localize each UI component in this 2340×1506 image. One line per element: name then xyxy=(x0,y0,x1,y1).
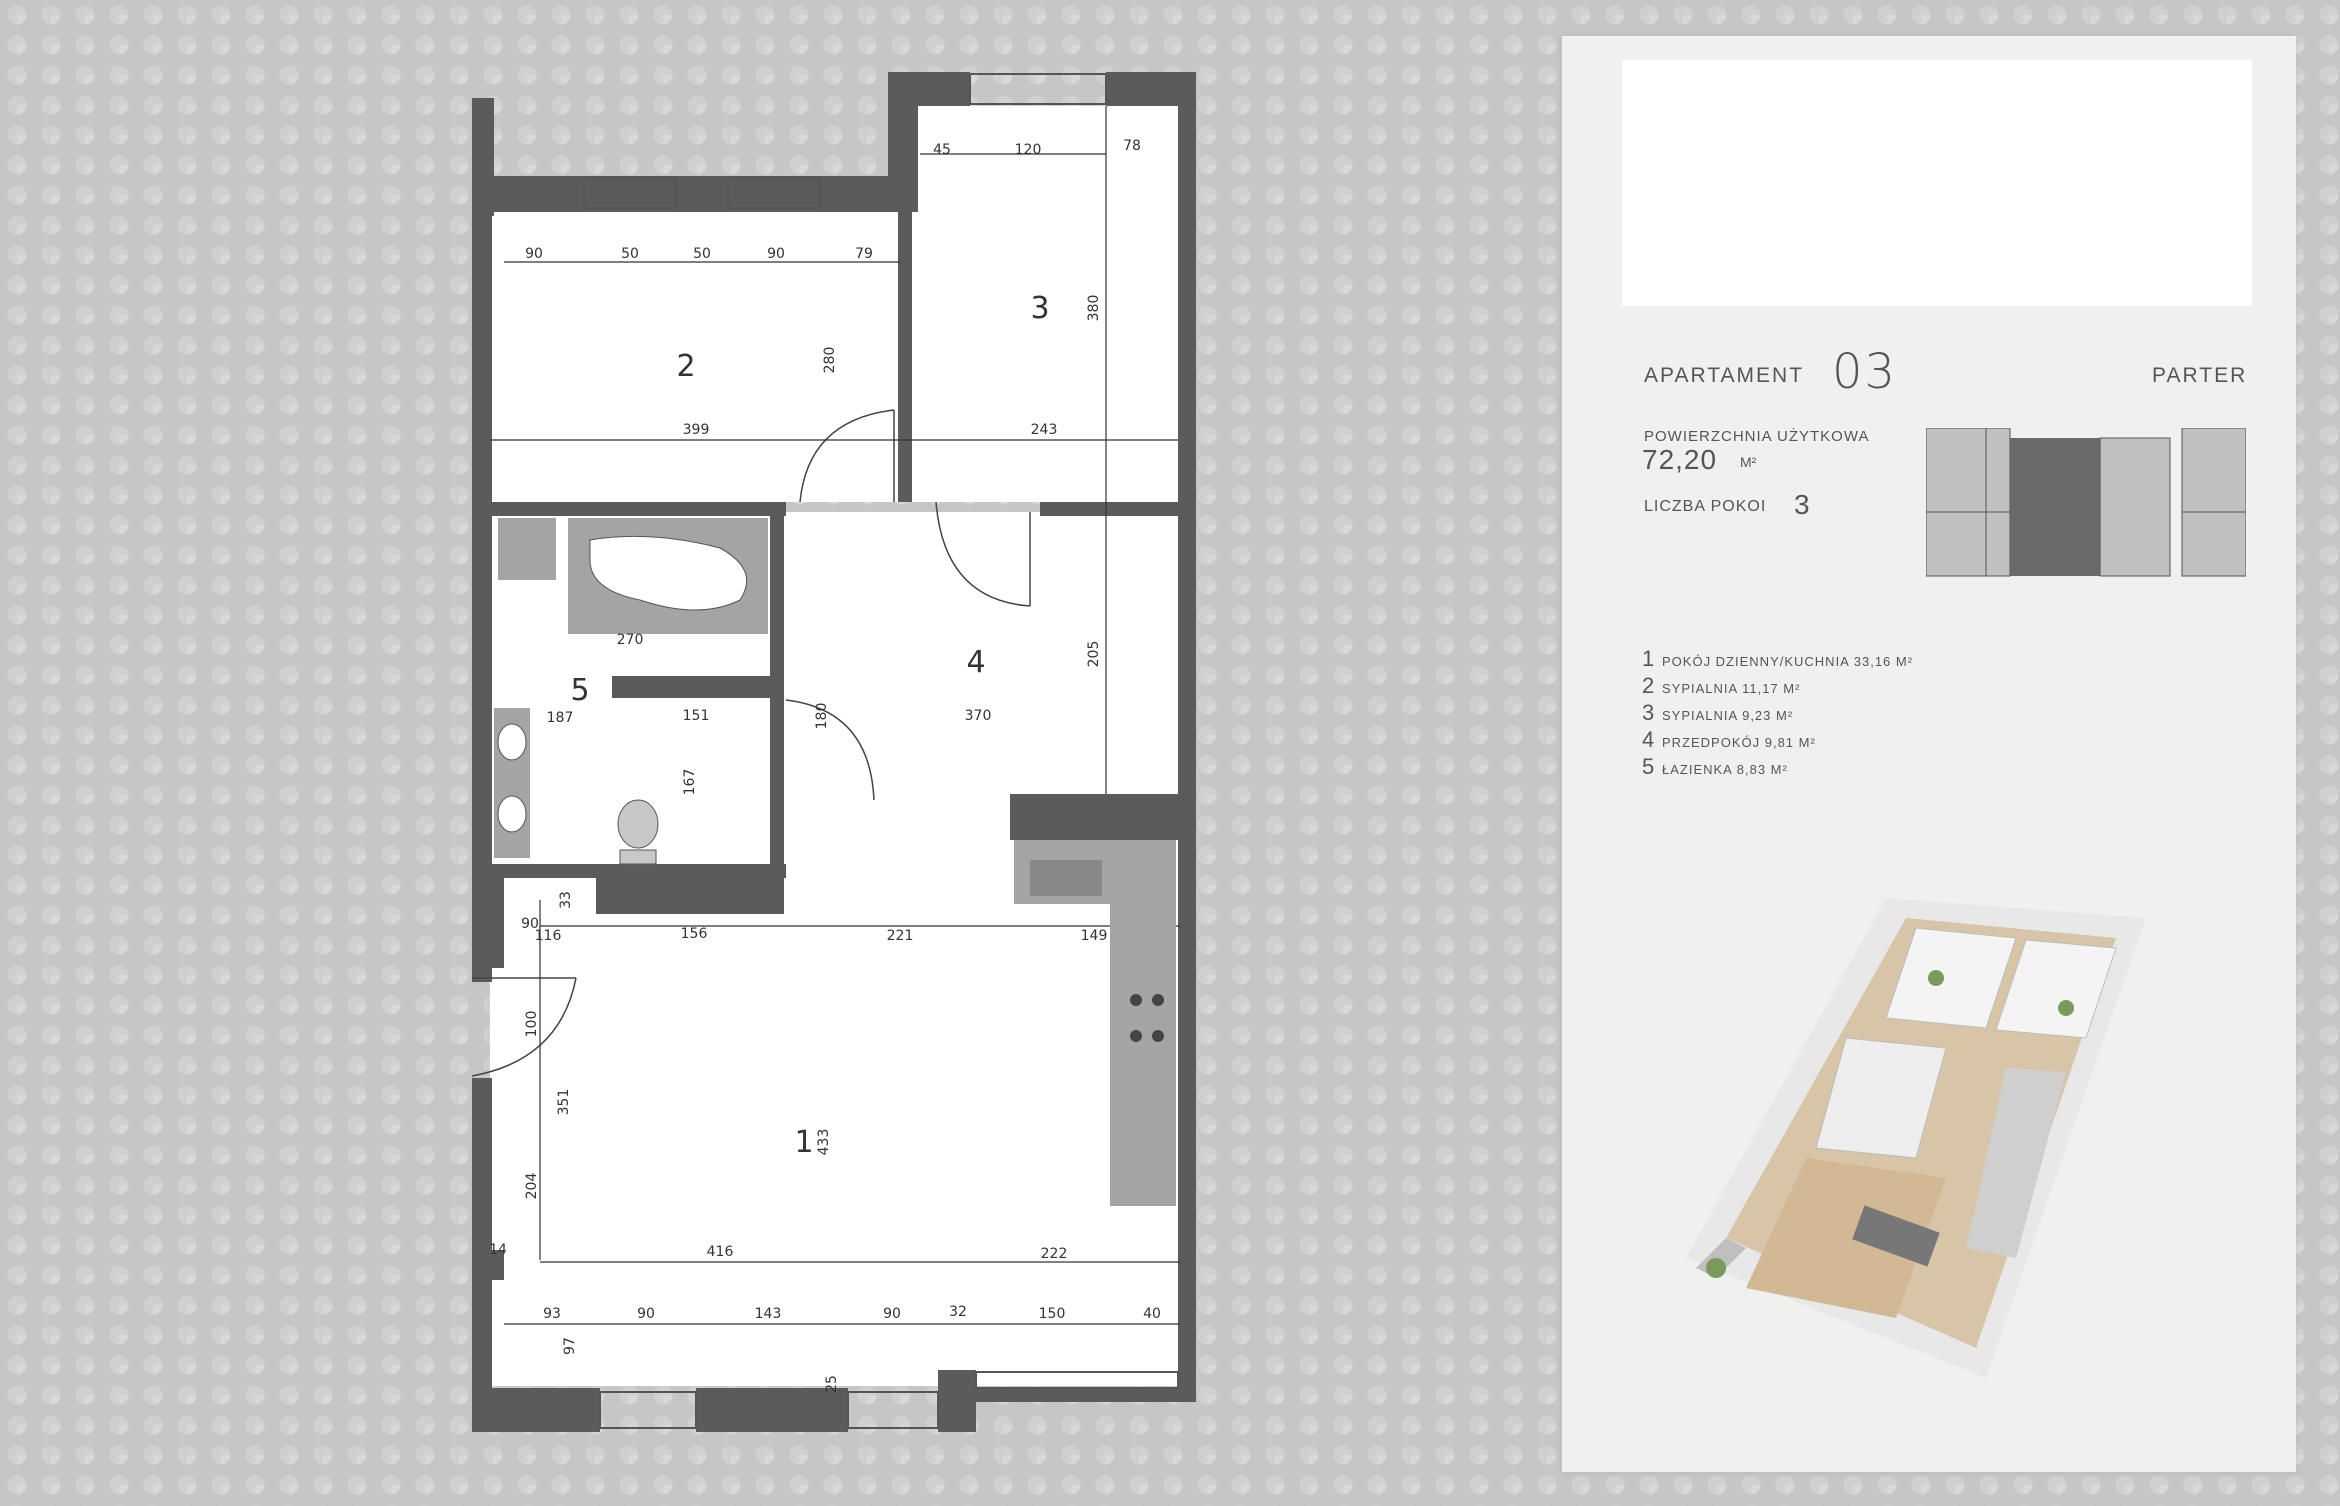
dim-label: 50 xyxy=(621,246,639,262)
apartment-label: APARTAMENT xyxy=(1644,364,1805,387)
walls xyxy=(472,72,1196,1432)
room-number-3: 3 xyxy=(1030,291,1049,326)
legend-item: 4 PRZEDPOKÓJ 9,81 M² xyxy=(1642,727,1816,752)
legend-item: 5 ŁAZIENKA 8,83 M² xyxy=(1642,754,1788,779)
isometric-apartment-render xyxy=(1686,898,2146,1378)
dim-label: 205 xyxy=(1086,641,1102,668)
dimension-labels: 45 120 78 90 50 50 90 79 280 380 399 243… xyxy=(489,138,1161,1393)
dim-label: 270 xyxy=(617,632,644,648)
doors xyxy=(471,409,1031,1077)
dim-label: 180 xyxy=(814,703,830,730)
room-number-4: 4 xyxy=(966,645,985,680)
dim-label: 90 xyxy=(637,1306,655,1322)
dim-label: 433 xyxy=(816,1129,832,1156)
room-number-5: 5 xyxy=(570,673,589,708)
dim-label: 151 xyxy=(683,708,710,724)
dim-label: 143 xyxy=(755,1306,782,1322)
floor-label: PARTER xyxy=(2152,364,2248,387)
dim-label: 90 xyxy=(521,916,539,932)
room-numbers: 1 2 3 4 5 xyxy=(570,291,1049,1160)
dim-label: 280 xyxy=(822,347,838,374)
dim-label: 380 xyxy=(1086,295,1102,322)
area-label: POWIERZCHNIA UŻYTKOWA xyxy=(1644,428,1870,445)
dim-label: 93 xyxy=(543,1306,561,1322)
dim-label: 45 xyxy=(933,142,951,158)
dim-label: 222 xyxy=(1041,1246,1068,1262)
rooms-label: LICZBA POKOI xyxy=(1644,498,1767,515)
dim-label: 399 xyxy=(683,422,710,438)
bathroom-fixtures xyxy=(494,518,768,865)
dim-label: 416 xyxy=(707,1244,734,1260)
dim-label: 221 xyxy=(887,928,914,944)
logo-area xyxy=(1622,60,2252,306)
area-unit: M² xyxy=(1740,454,1757,470)
floor-fill xyxy=(490,106,1178,1386)
dim-label: 120 xyxy=(1015,142,1042,158)
dim-label: 370 xyxy=(965,708,992,724)
dim-label: 40 xyxy=(1143,1306,1161,1322)
dim-label: 32 xyxy=(949,1304,967,1320)
dim-label: 14 xyxy=(489,1242,507,1258)
dim-label: 97 xyxy=(562,1337,578,1355)
legend-item: 3 SYPIALNIA 9,23 M² xyxy=(1642,700,1794,725)
dim-label: 187 xyxy=(547,710,574,726)
dim-label: 150 xyxy=(1039,1306,1066,1322)
key-plan-icon xyxy=(1926,428,2246,578)
windows xyxy=(583,73,1179,1429)
dim-label: 243 xyxy=(1031,422,1058,438)
floor-plan: 1 2 3 4 5 45 120 78 90 50 50 90 79 280 3… xyxy=(471,72,1196,1432)
dim-label: 156 xyxy=(681,926,708,942)
legend-item: 2 SYPIALNIA 11,17 M² xyxy=(1642,673,1801,698)
dim-label: 90 xyxy=(525,246,543,262)
dim-label: 79 xyxy=(855,246,873,262)
room-legend: 1 POKÓJ DZIENNY/KUCHNIA 33,16 M² 2 SYPIA… xyxy=(1642,646,1913,781)
area-value: 72,20 xyxy=(1642,444,1718,475)
dim-label: 116 xyxy=(535,928,562,944)
rooms-value: 3 xyxy=(1794,489,1810,520)
dimension-lines xyxy=(490,106,1180,1325)
dim-label: 149 xyxy=(1081,928,1108,944)
dim-label: 90 xyxy=(767,246,785,262)
dim-label: 33 xyxy=(558,891,574,909)
dim-label: 351 xyxy=(556,1089,572,1116)
dim-label: 100 xyxy=(524,1011,540,1038)
dim-label: 204 xyxy=(524,1173,540,1200)
info-panel: APARTAMENT 03 PARTER POWIERZCHNIA UŻYTKO… xyxy=(1562,36,2296,1472)
dim-label: 78 xyxy=(1123,138,1141,154)
legend-item: 1 POKÓJ DZIENNY/KUCHNIA 33,16 M² xyxy=(1642,646,1914,671)
dim-label: 25 xyxy=(824,1375,840,1393)
room-number-1: 1 xyxy=(794,1125,813,1160)
dim-label: 90 xyxy=(883,1306,901,1322)
dim-label: 50 xyxy=(693,246,711,262)
dim-label: 167 xyxy=(682,769,698,796)
apartment-number: 03 xyxy=(1832,344,1898,400)
room-number-2: 2 xyxy=(676,349,695,384)
kitchen-counter xyxy=(1014,840,1176,1206)
